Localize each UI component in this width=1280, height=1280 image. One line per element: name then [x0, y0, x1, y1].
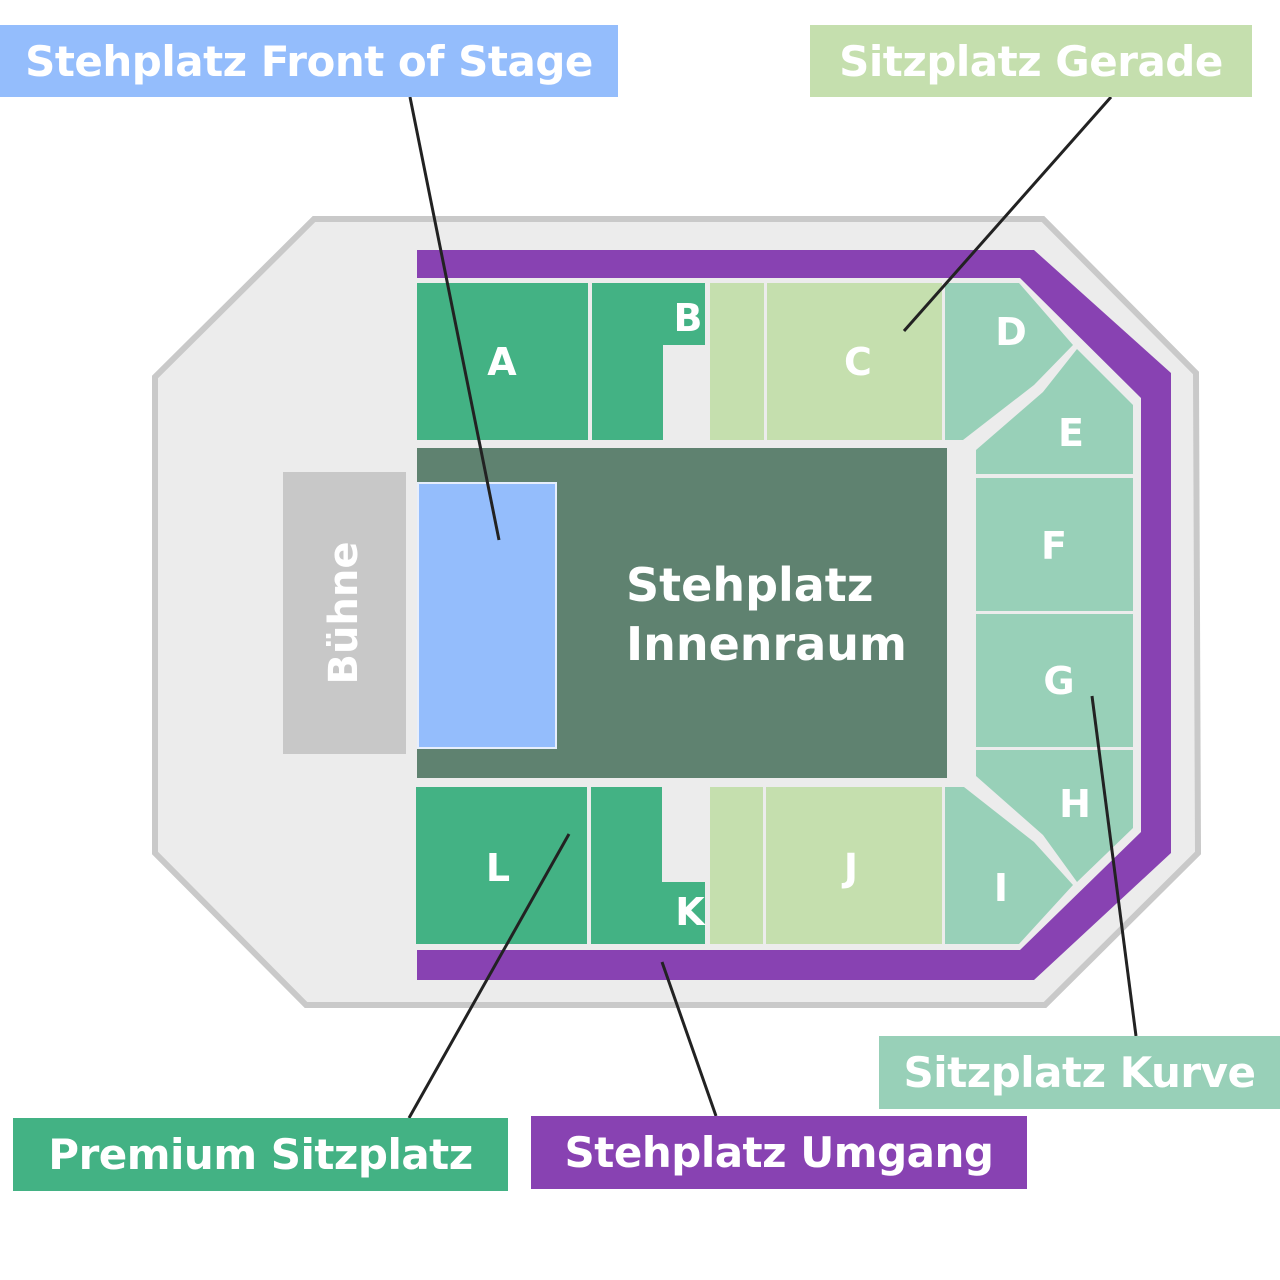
section-h[interactable] [976, 750, 1133, 882]
label-e: E [1058, 411, 1084, 455]
section-i[interactable] [945, 787, 1073, 944]
leader-front-of-stage [408, 96, 501, 541]
label-d: D [995, 310, 1027, 354]
leader-premium [407, 833, 571, 1119]
legend-sitzplatz-kurve: Sitzplatz Kurve [879, 1036, 1280, 1109]
legend-front-of-stage: Stehplatz Front of Stage [0, 25, 618, 97]
section-k[interactable] [591, 787, 705, 944]
stage-label: Bühne [321, 541, 367, 684]
section-g[interactable] [976, 614, 1133, 747]
label-i: I [994, 866, 1008, 910]
section-b[interactable] [592, 283, 705, 440]
label-a: A [487, 340, 517, 384]
label-g: G [1043, 659, 1074, 703]
label-j: J [841, 846, 858, 890]
leader-umgang [660, 961, 718, 1117]
label-b: B [674, 296, 703, 340]
section-j[interactable] [766, 787, 942, 944]
section-a[interactable] [417, 283, 588, 440]
section-c[interactable] [767, 283, 942, 440]
section-c-aisle[interactable] [710, 283, 764, 440]
label-f: F [1041, 524, 1067, 568]
section-j-aisle[interactable] [710, 787, 763, 944]
legend-premium-sitzplatz: Premium Sitzplatz [13, 1118, 508, 1191]
label-c: C [844, 340, 872, 384]
leader-gerade [902, 96, 1113, 332]
label-h: H [1059, 782, 1091, 826]
section-d[interactable] [945, 283, 1073, 440]
section-l[interactable] [416, 787, 587, 944]
stage [283, 472, 406, 754]
label-l: L [486, 846, 510, 890]
legend-sitzplatz-gerade: Sitzplatz Gerade [810, 25, 1252, 97]
section-f[interactable] [976, 478, 1133, 611]
innenraum-label-line1: Stehplatz [626, 558, 874, 612]
section-front-of-stage[interactable] [417, 482, 557, 749]
innenraum-label-line2: Innenraum [626, 617, 907, 671]
section-umgang[interactable] [417, 250, 1171, 980]
label-k: K [675, 890, 706, 934]
section-e[interactable] [976, 349, 1133, 474]
legend-stehplatz-umgang: Stehplatz Umgang [531, 1116, 1027, 1189]
leader-kurve [1090, 695, 1138, 1037]
